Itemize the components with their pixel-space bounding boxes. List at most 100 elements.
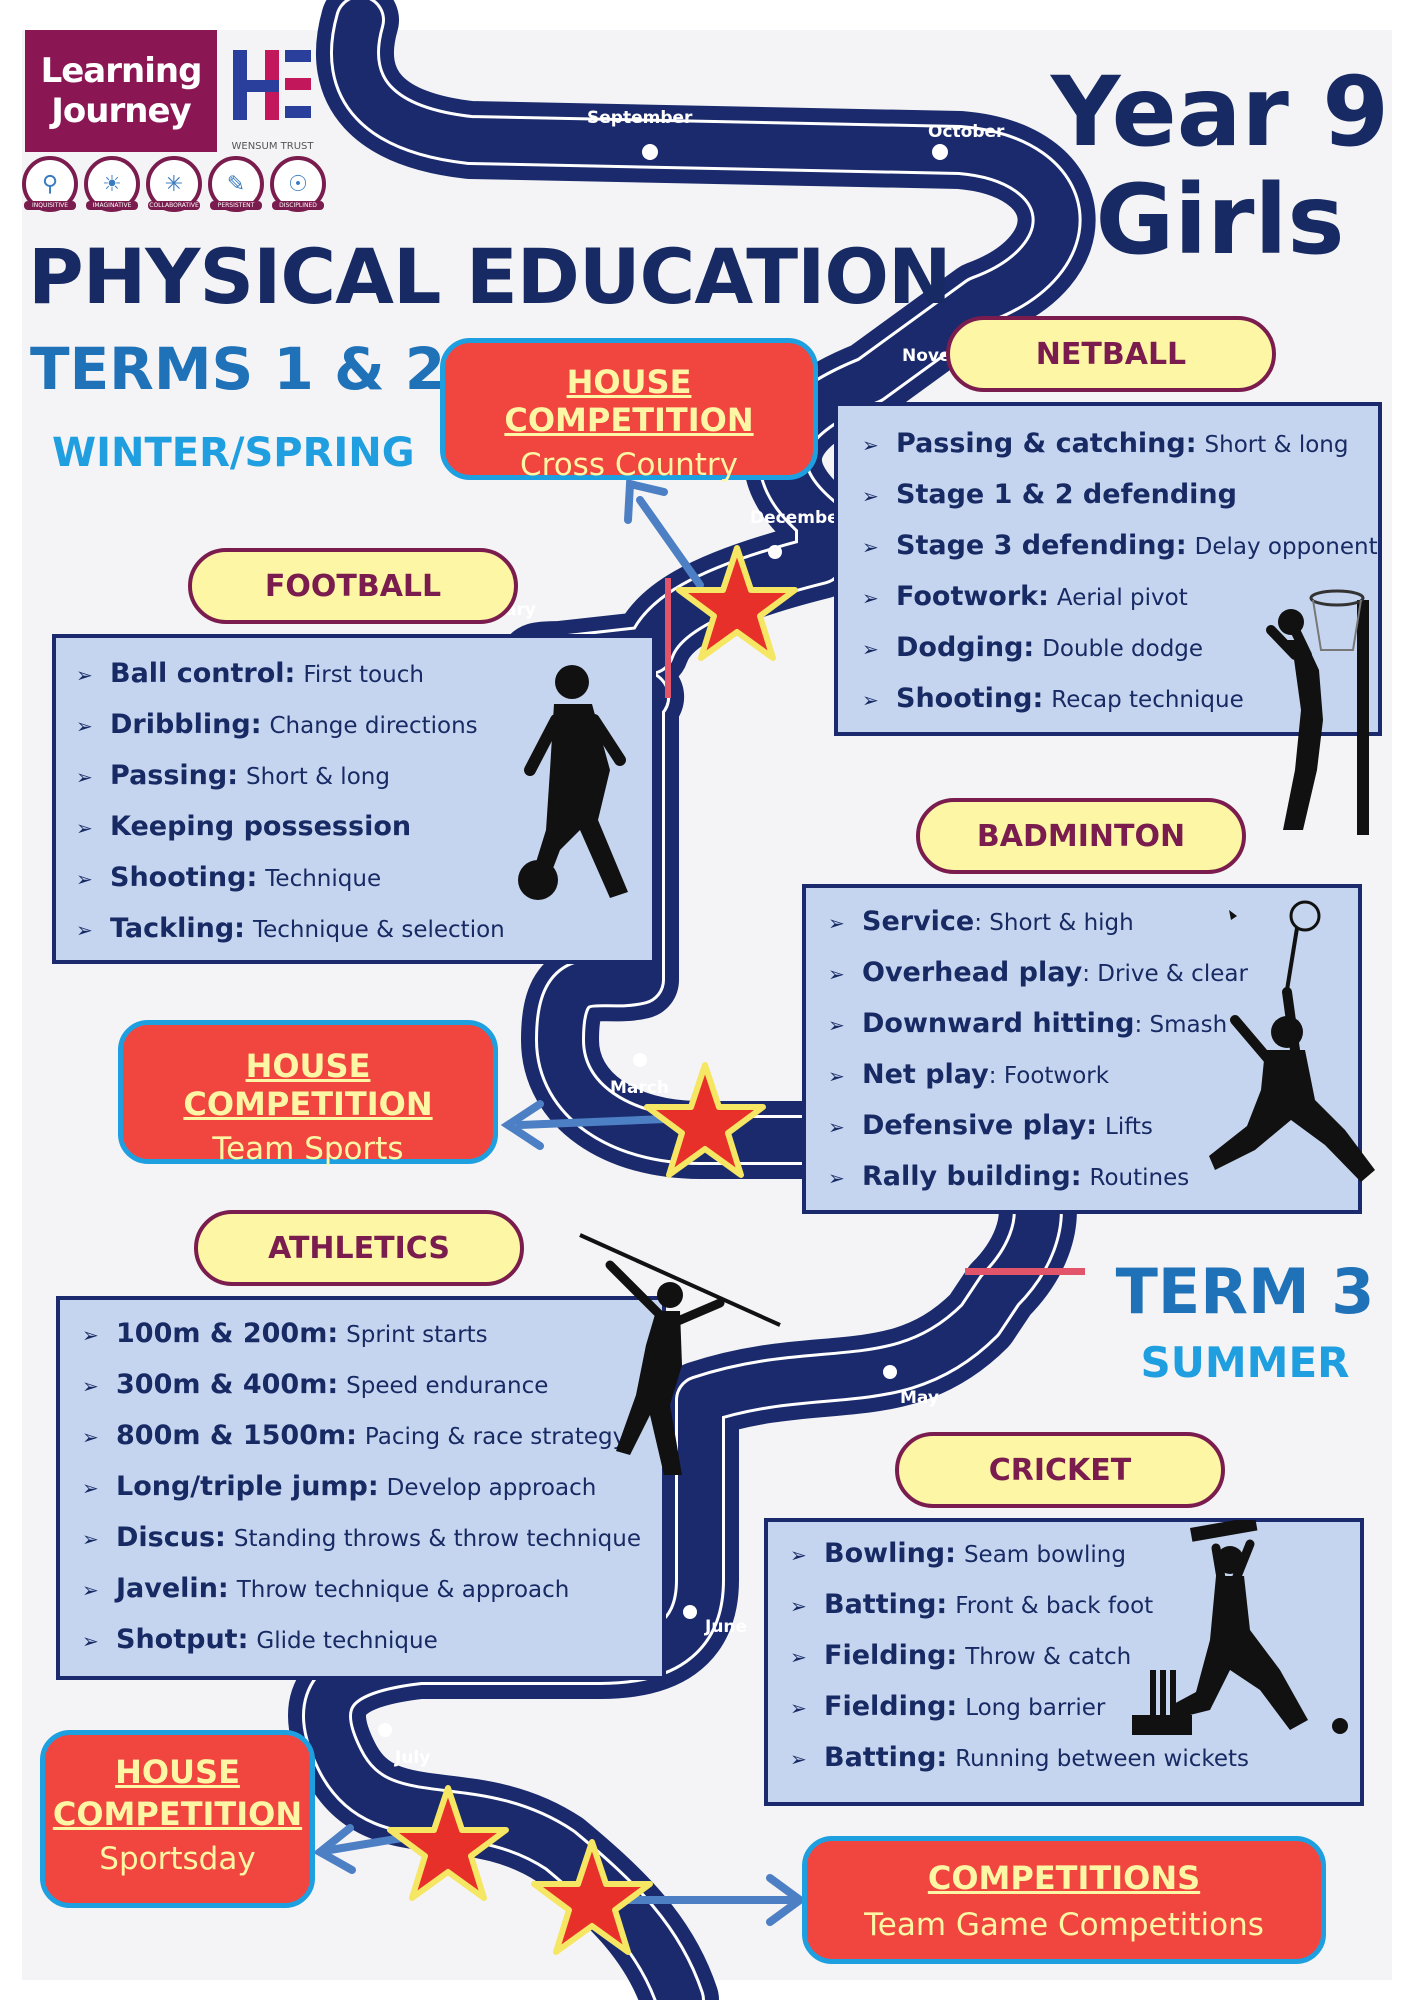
arrow-head [500, 1100, 544, 1150]
wensum-trust-logo: WENSUM TRUST [225, 40, 320, 152]
arrow-bullet-icon: ➢ [790, 1696, 807, 1720]
value-label: PERSISTENT [210, 201, 262, 210]
value-label: INQUISITIVE [24, 201, 76, 210]
list-item: ➢Shooting: Recap technique [862, 683, 1244, 714]
list-item: ➢Keeping possession [76, 811, 412, 842]
house-subtitle: Cross Country [520, 447, 738, 483]
arrow-bullet-icon: ➢ [790, 1645, 807, 1669]
arrow-bullet-icon: ➢ [862, 688, 879, 712]
list-item: ➢Passing:Short & long [76, 760, 390, 791]
house-competition-sportsday: HOUSE COMPETITION Sportsday [40, 1730, 315, 1908]
month-dot [633, 1053, 647, 1067]
list-item: ➢Batting:Front & back foot [790, 1589, 1154, 1620]
list-item: ➢Dribbling:Change directions [76, 709, 478, 740]
year-group-heading: Year 9 Girls [1050, 58, 1390, 274]
list-item: ➢800m & 1500m:Pacing & race strategy [82, 1420, 627, 1451]
list-item: ➢Bowling:Seam bowling [790, 1538, 1126, 1569]
people-icon: ✳COLLABORATIVE [146, 156, 202, 212]
month-dot [642, 144, 658, 160]
list-item: ➢Defensive play:Lifts [828, 1110, 1153, 1141]
house-competition-team-sports: HOUSE COMPETITION Team Sports [118, 1020, 498, 1167]
list-item: ➢Service: Short & high [828, 906, 1134, 937]
list-item: ➢Shotput:Glide technique [82, 1624, 438, 1655]
list-item: ➢Fielding:Throw & catch [790, 1640, 1132, 1671]
month-dot [683, 1605, 697, 1619]
magnifier-icon: ⚲INQUISITIVE [22, 156, 78, 212]
list-item: ➢Javelin:Throw technique & approach [82, 1573, 570, 1604]
arrow-bullet-icon: ➢ [828, 1013, 845, 1037]
competition-stars [387, 545, 798, 1955]
month-label: June [705, 1617, 748, 1637]
arrow-bullet-icon: ➢ [828, 1166, 845, 1190]
athletics-list: ➢100m & 200m:Sprint starts ➢300m & 400m:… [82, 1318, 641, 1675]
star-icon [644, 1062, 766, 1178]
month-dot [883, 1365, 897, 1379]
arrow-bullet-icon: ➢ [82, 1323, 99, 1347]
list-item: ➢Batting:Running between wickets [790, 1742, 1250, 1773]
house-subtitle: Team Sports [212, 1131, 404, 1167]
summer-heading: SUMMER [1140, 1338, 1350, 1387]
badminton-list: ➢Service: Short & high ➢Overhead play: D… [828, 906, 1248, 1212]
badminton-heading: BADMINTON [916, 798, 1246, 874]
value-label: COLLABORATIVE [148, 201, 200, 210]
month-label: October [928, 122, 1005, 142]
netball-player-icon [1266, 589, 1369, 835]
season-heading: WINTER/SPRING [52, 430, 415, 476]
arrow-bullet-icon: ➢ [76, 663, 93, 687]
arrow-bullet-icon: ➢ [76, 918, 93, 942]
list-item: ➢Ball control:First touch [76, 658, 424, 689]
arrow-head [624, 479, 668, 524]
list-item: ➢Discus:Standing throws & throw techniqu… [82, 1522, 642, 1553]
house-title: COMPETITION [52, 1795, 303, 1833]
month-label: May [900, 1388, 939, 1408]
list-item: ➢Long/triple jump:Develop approach [82, 1471, 597, 1502]
month-dot [932, 144, 948, 160]
list-item: ➢Tackling:Technique & selection [76, 913, 505, 944]
month-dot [378, 1723, 392, 1737]
month-dot [768, 545, 782, 559]
football-heading: FOOTBALL [188, 548, 518, 624]
list-item: ➢Downward hitting: Smash [828, 1008, 1228, 1039]
house-title: HOUSE COMPETITION [183, 1047, 433, 1123]
football-player-icon [518, 665, 628, 900]
values-badges: ⚲INQUISITIVE ☀IMAGINATIVE ✳COLLABORATIVE… [22, 156, 332, 216]
arrow-bullet-icon: ➢ [82, 1527, 99, 1551]
list-item: ➢Stage 1 & 2 defending [862, 479, 1237, 510]
arrow-head [766, 1874, 807, 1926]
term-divider [965, 1268, 1085, 1275]
arrow-bullet-icon: ➢ [828, 1115, 845, 1139]
month-label: September [587, 108, 693, 128]
learning-journey-logo: Learning Journey [25, 30, 217, 152]
list-item: ➢Dodging:Double dodge [862, 632, 1204, 663]
athletics-panel: ➢100m & 200m:Sprint starts ➢300m & 400m:… [56, 1296, 666, 1680]
arrow-bullet-icon: ➢ [790, 1747, 807, 1771]
competitions-title: COMPETITIONS [927, 1859, 1201, 1897]
arrow-bullet-icon: ➢ [790, 1594, 807, 1618]
brain-icon: ☉DISCIPLINED [270, 156, 326, 212]
arrow-bullet-icon: ➢ [828, 911, 845, 935]
list-item: ➢Footwork:Aerial pivot [862, 581, 1188, 612]
competitions-box: COMPETITIONS Team Game Competitions [802, 1836, 1326, 1964]
cricket-list: ➢Bowling:Seam bowling ➢Batting:Front & b… [790, 1538, 1249, 1793]
house-subtitle: Sportsday [99, 1841, 256, 1877]
logo-line2: Journey [51, 91, 191, 131]
list-item: ➢300m & 400m:Speed endurance [82, 1369, 549, 1400]
logo-line1: Learning [40, 51, 203, 91]
badminton-panel: ➢Service: Short & high ➢Overhead play: D… [802, 884, 1362, 1214]
arrow-bullet-icon: ➢ [76, 765, 93, 789]
trust-name: WENSUM TRUST [231, 141, 314, 152]
month-markers [378, 144, 948, 1737]
term-divider [665, 578, 671, 698]
value-label: DISCIPLINED [272, 201, 324, 210]
list-item: ➢Fielding:Long barrier [790, 1691, 1106, 1722]
puzzle-icon: ✎PERSISTENT [208, 156, 264, 212]
arrow-bullet-icon: ➢ [862, 484, 879, 508]
arrow-bullet-icon: ➢ [862, 433, 879, 457]
star-icon [676, 545, 798, 661]
football-list: ➢Ball control:First touch ➢Dribbling:Cha… [76, 658, 505, 964]
arrow-bullet-icon: ➢ [790, 1543, 807, 1567]
cricket-batter-icon [1132, 1520, 1348, 1735]
cricket-heading: CRICKET [895, 1432, 1225, 1508]
star-icon [387, 1785, 509, 1901]
month-label: Nove [902, 346, 951, 366]
